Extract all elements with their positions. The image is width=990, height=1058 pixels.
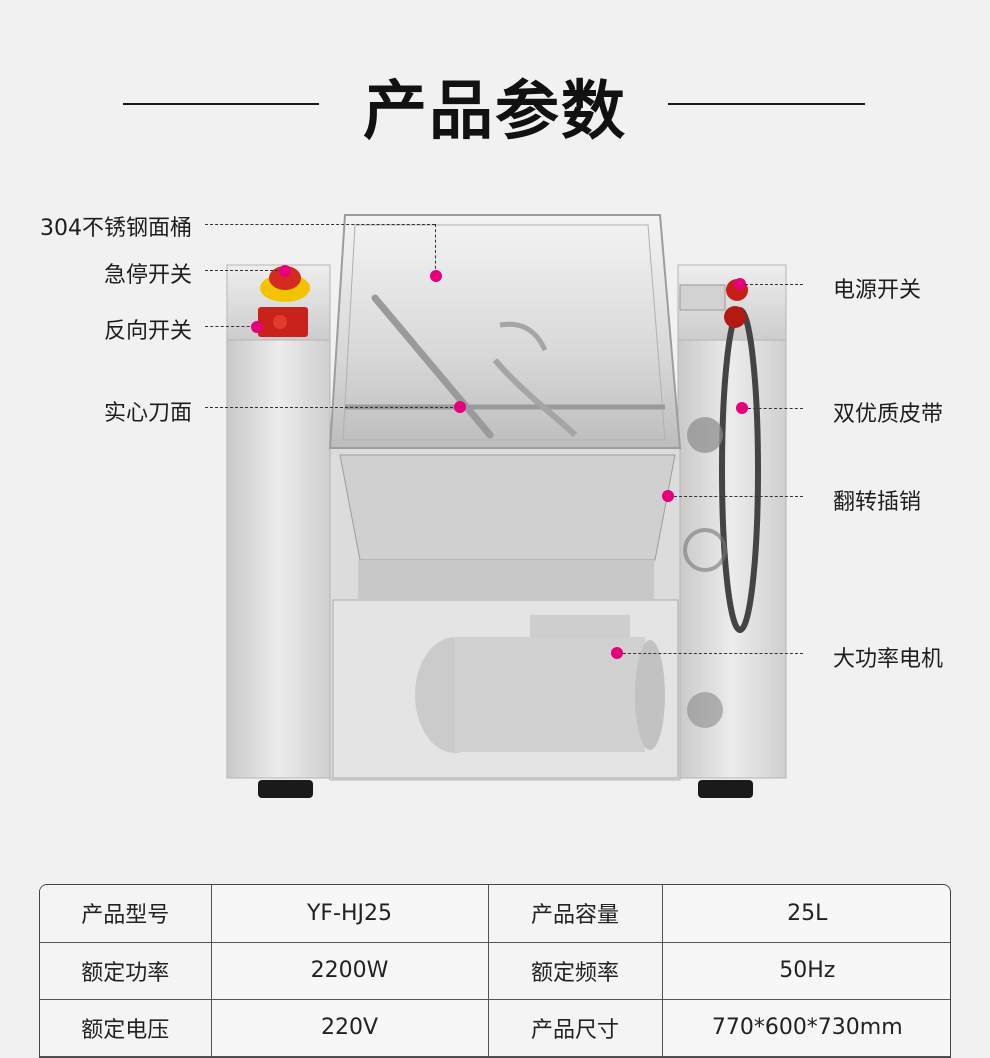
callout-belt-line (748, 408, 803, 409)
mixer-machine-image (226, 214, 787, 798)
callout-power-dot (734, 278, 746, 290)
spec-value: 770*600*730mm (661, 998, 950, 1057)
spec-value: 220V (210, 998, 489, 1057)
spec-value: 2200W (210, 941, 489, 1000)
callout-bucket-line (205, 224, 435, 225)
spec-key: 产品型号 (40, 885, 212, 943)
machine-illustration: 304不锈钢面桶 急停开关 反向开关 实心刀面 电源开关 双优质皮带 翻转插销 … (0, 190, 990, 820)
title-right-rule (668, 103, 865, 105)
callout-blade-label: 实心刀面 (103, 401, 192, 426)
callout-power-label: 电源开关 (833, 278, 922, 303)
callout-power-line (745, 284, 803, 285)
callout-motor-dot (611, 647, 623, 659)
section-header: 产品参数 (0, 60, 990, 149)
title-left-rule (123, 103, 319, 105)
callout-bucket-dot (430, 270, 442, 282)
spec-key: 额定功率 (40, 941, 212, 1000)
spec-value: YF-HJ25 (210, 885, 489, 943)
callout-reverse-dot (251, 321, 263, 333)
callout-motor-line (623, 653, 803, 654)
table-row: 产品型号 YF-HJ25 产品容量 25L (40, 885, 950, 943)
table-row: 额定电压 220V 产品尺寸 770*600*730mm (40, 998, 950, 1057)
spec-value: 50Hz (661, 941, 950, 1000)
callout-pin-dot (662, 490, 674, 502)
table-row: 额定功率 2200W 额定频率 50Hz (40, 941, 950, 1000)
callout-bucket-label: 304不锈钢面桶 (40, 216, 192, 241)
callout-reverse-label: 反向开关 (103, 319, 192, 344)
callout-emergency-label: 急停开关 (103, 263, 192, 288)
page-title: 产品参数 (363, 75, 627, 149)
callout-bucket-vline (435, 224, 436, 274)
spec-key: 额定电压 (40, 998, 212, 1057)
callout-belt-dot (736, 402, 748, 414)
callout-reverse-line (205, 326, 255, 327)
callout-emergency-line (205, 270, 283, 271)
spec-key: 产品容量 (487, 885, 663, 943)
spec-value: 25L (661, 885, 950, 943)
callout-pin-label: 翻转插销 (833, 490, 922, 515)
spec-key: 产品尺寸 (487, 998, 663, 1057)
callout-pin-line (674, 496, 803, 497)
callout-blade-dot (454, 401, 466, 413)
spec-key: 额定频率 (487, 941, 663, 1000)
callout-belt-label: 双优质皮带 (833, 402, 944, 427)
callout-emergency-dot (279, 265, 291, 277)
callout-motor-label: 大功率电机 (833, 647, 944, 672)
spec-table: 产品型号 YF-HJ25 产品容量 25L 额定功率 2200W 额定频率 50… (39, 884, 951, 1058)
callout-blade-line (205, 407, 458, 408)
